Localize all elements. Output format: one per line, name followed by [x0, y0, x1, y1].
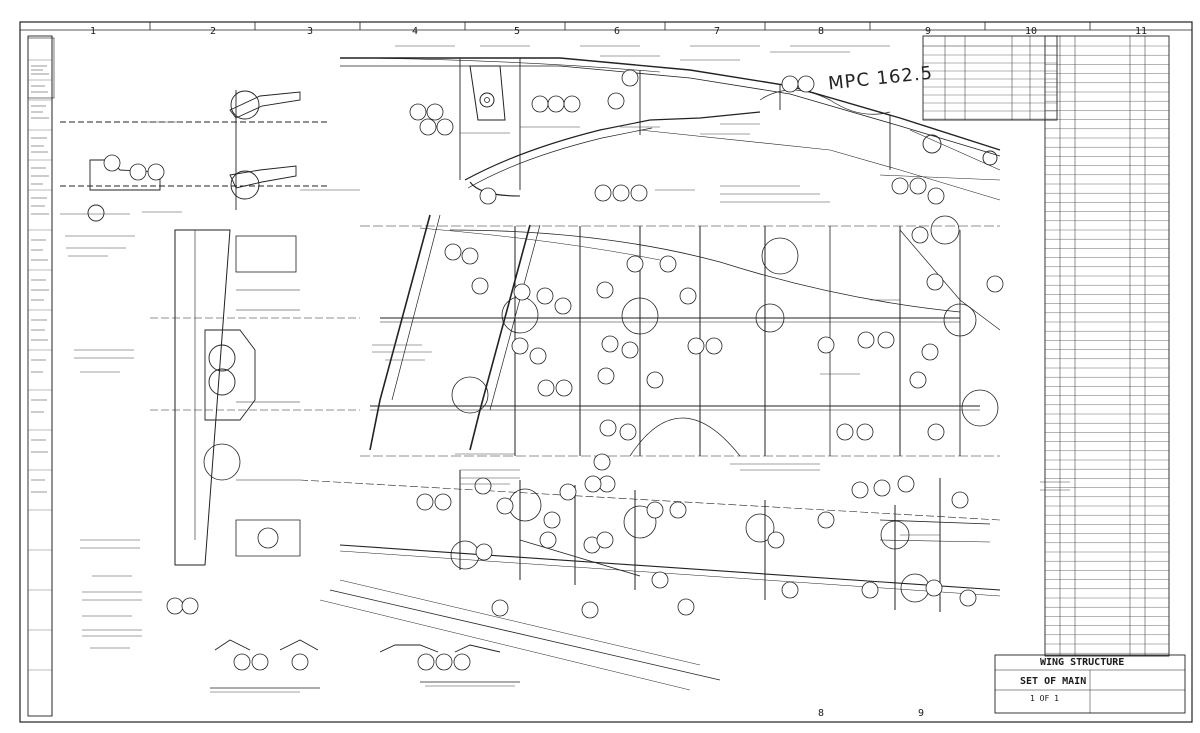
zone-label: 9 [925, 26, 932, 37]
parts-list-table [922, 35, 1170, 657]
zone-label: 7 [714, 26, 721, 37]
title-block-title: WING STRUCTURE [1040, 657, 1125, 668]
balloon-callouts [103, 69, 1004, 671]
zone-label: 11 [1135, 26, 1148, 37]
title-block-frame [994, 654, 1186, 714]
zone-label: 4 [412, 26, 419, 37]
title-block-sheet: 1 OF 1 [1030, 694, 1059, 703]
zone-label: 3 [307, 26, 314, 37]
plan-view-grid [360, 214, 1001, 457]
zone-label: 6 [614, 26, 621, 37]
zone-label: 10 [1025, 26, 1038, 37]
lower-plan-view [210, 470, 1001, 691]
annotation-text-lines [60, 45, 1070, 693]
root-plan-view [150, 229, 360, 566]
zone-label: 5 [514, 26, 521, 37]
title-block-line2: SET OF MAIN [1020, 676, 1087, 687]
left-detail-views [60, 90, 330, 222]
zone-label: 2 [210, 26, 217, 37]
zone-label: 9 [918, 708, 925, 719]
left-revision-column [27, 35, 53, 717]
zone-label: 8 [818, 708, 825, 719]
zone-label: 1 [90, 26, 97, 37]
zone-label: 8 [818, 26, 825, 37]
spar-elevation-view [340, 57, 1001, 201]
